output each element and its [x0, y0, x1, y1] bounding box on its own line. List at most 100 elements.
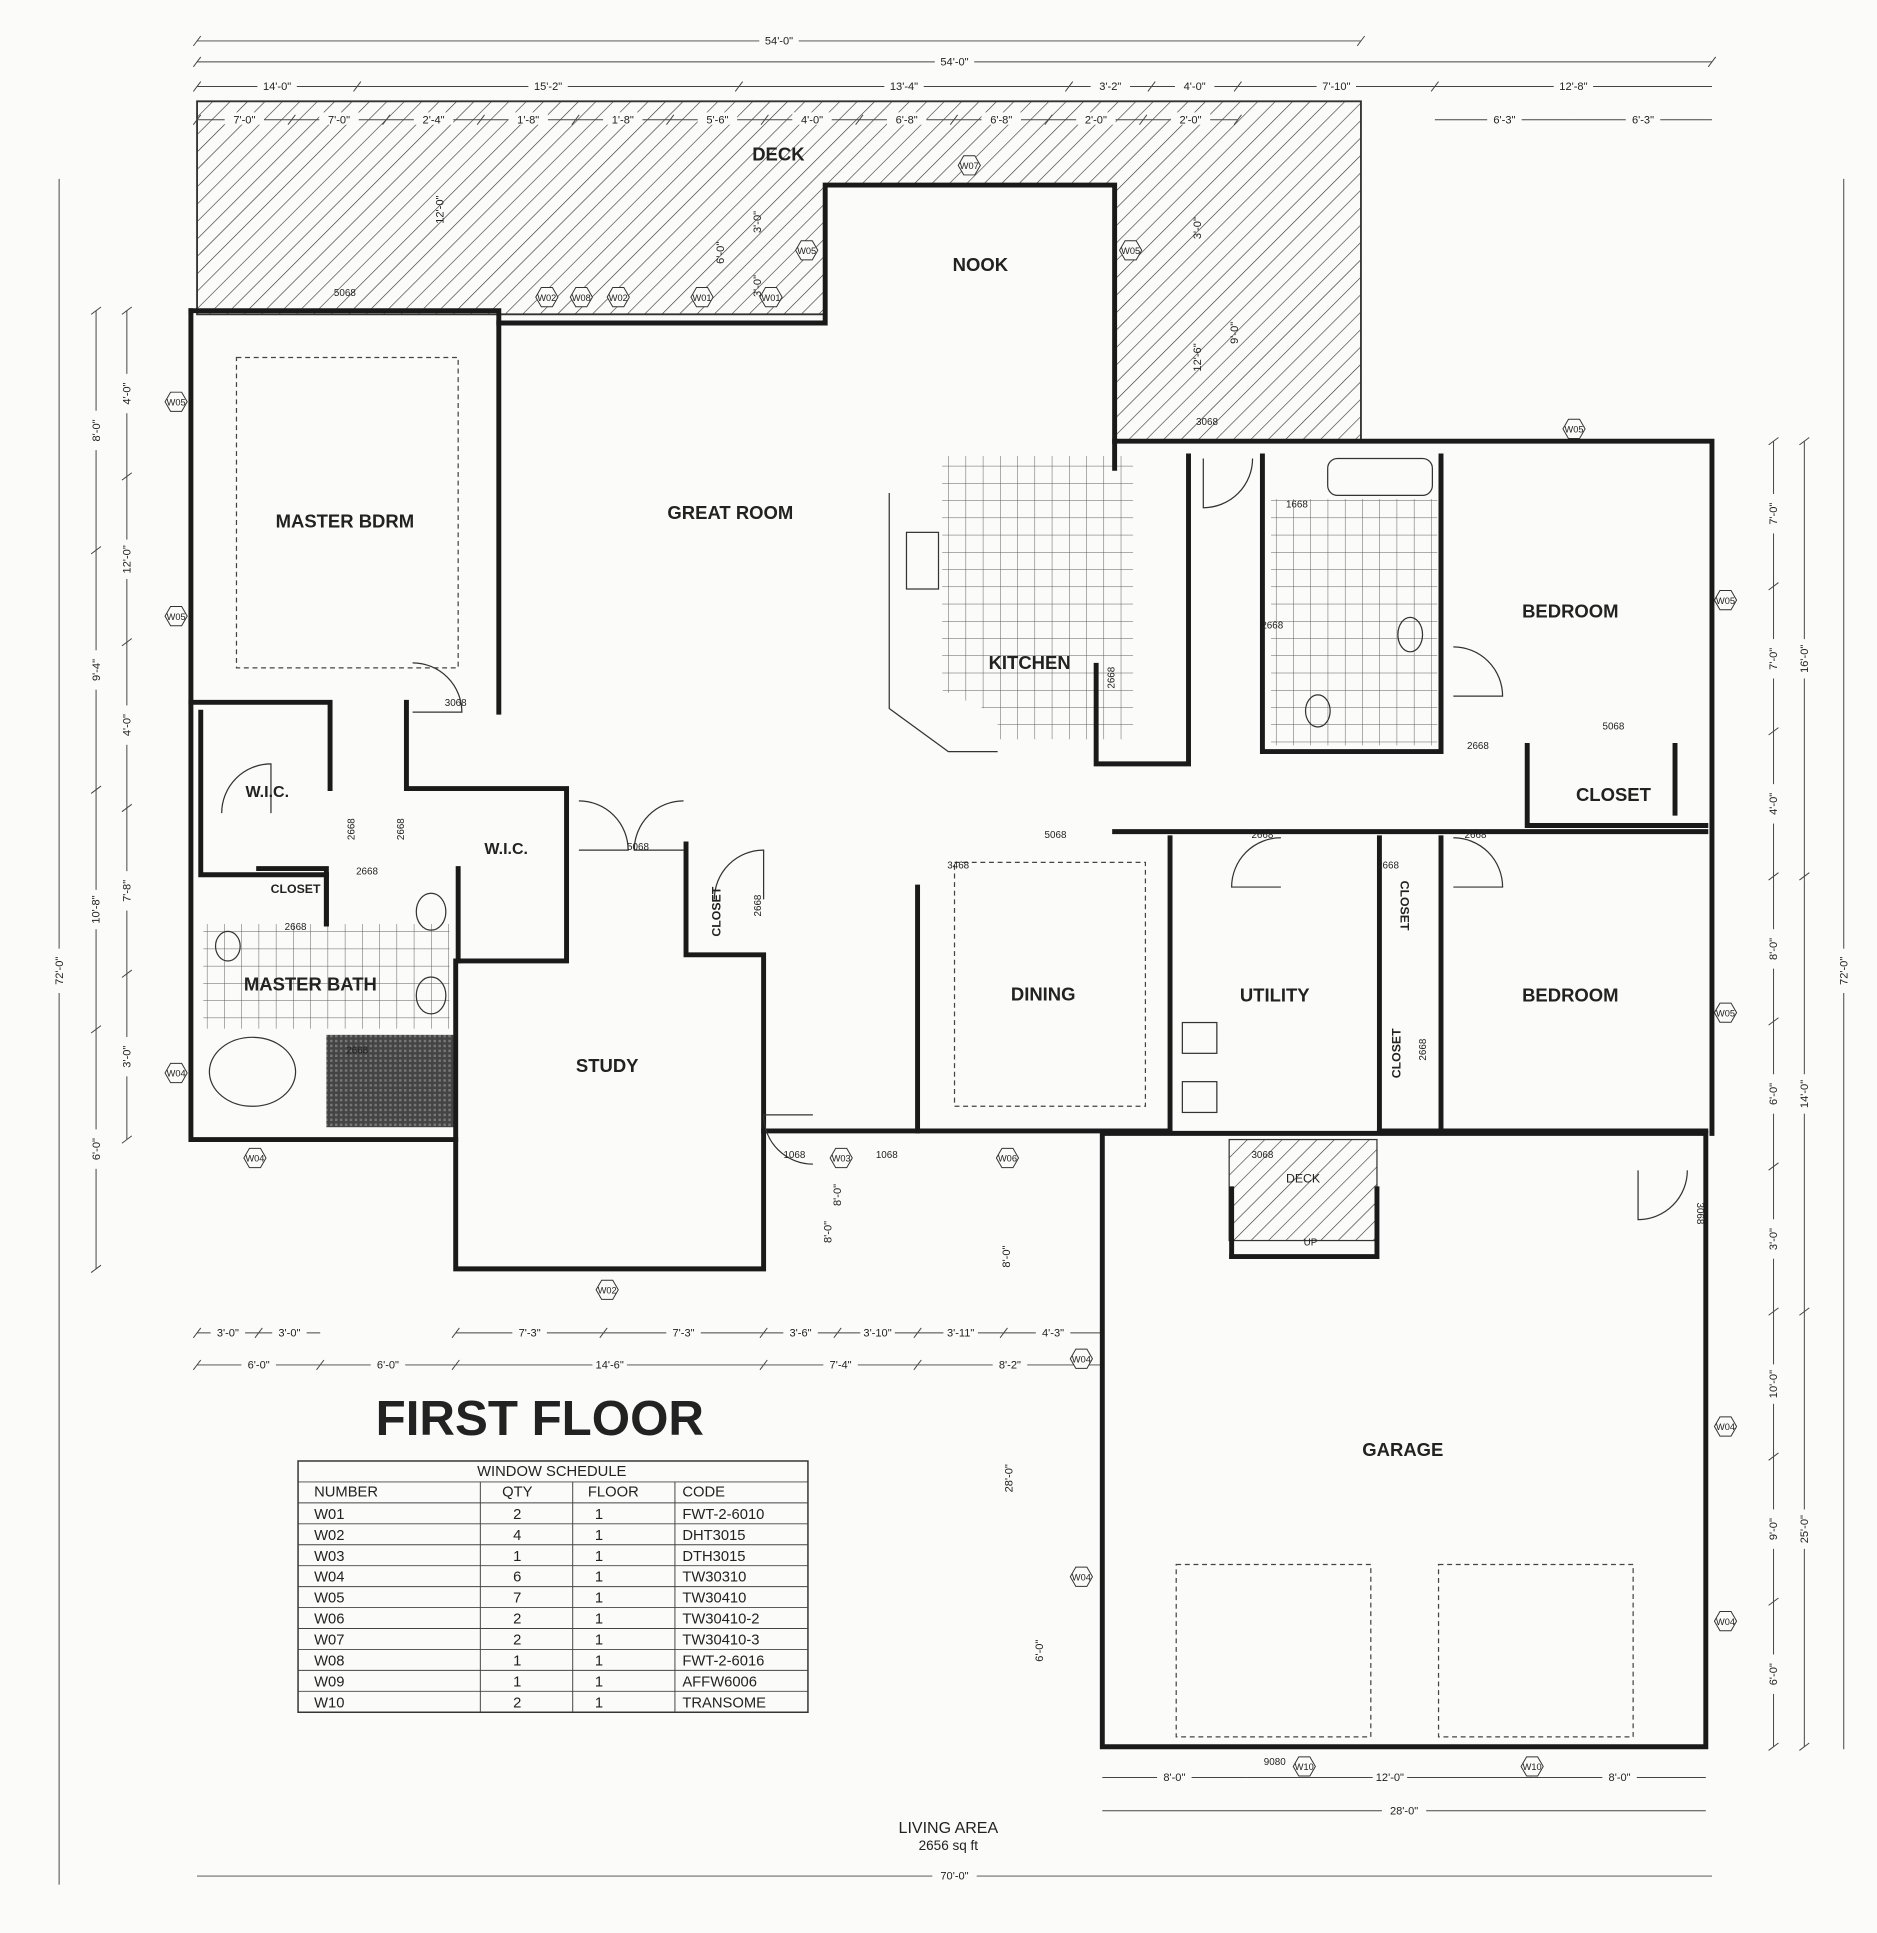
dimension-tick — [254, 1327, 263, 1339]
room-bedroom: BEDROOM — [1522, 600, 1618, 621]
window-tag-label: W05 — [797, 246, 816, 256]
dimension-label: 25'-0" — [1799, 1515, 1811, 1543]
window-tag: W04 — [243, 1147, 267, 1169]
dimension-tick — [734, 81, 744, 92]
hexagon-icon — [759, 287, 783, 308]
window-tag-label: W03 — [832, 1154, 851, 1164]
dimension-tick — [287, 114, 296, 125]
dimension-tick — [121, 969, 133, 978]
cell-number: W01 — [314, 1507, 344, 1523]
window-tag: W05 — [164, 391, 188, 412]
dimension-lines: 54'-0"54'-0"14'-0"15'-2"13'-4"3'-2"4'-0"… — [51, 33, 1850, 1885]
cell-floor: 1 — [595, 1633, 603, 1649]
wall — [403, 699, 570, 1143]
door-code-label: 5068 — [627, 842, 649, 853]
dimension-label: 2'-4" — [423, 114, 445, 126]
hexagon-icon — [1713, 1416, 1738, 1437]
door-code-label: 2668 — [1377, 861, 1399, 872]
dimension-tick — [1768, 582, 1779, 591]
door-code-label: 2668 — [753, 894, 764, 916]
room-closet: CLOSET — [271, 882, 321, 896]
dimension-tick — [90, 306, 102, 315]
door-code-label: 2668 — [1107, 666, 1118, 688]
window-tag-label: W08 — [572, 293, 591, 303]
dimension-label: 12'-0" — [434, 195, 446, 223]
dimension-label: 7'-4" — [830, 1360, 852, 1372]
dimension-label: 54'-0" — [940, 57, 968, 69]
hexagon-icon — [164, 1062, 188, 1084]
window-tag-label: W05 — [1716, 1008, 1735, 1018]
dimension-label: 6'-8" — [990, 114, 1012, 126]
dimension-tick — [353, 81, 362, 92]
room-utility: UTILITY — [1240, 985, 1310, 1006]
dimension-tick — [451, 1359, 460, 1371]
cell-code: FWT-2-6016 — [682, 1653, 764, 1669]
window-tag: W04 — [1713, 1611, 1738, 1632]
dimension-tick — [316, 1359, 325, 1371]
door-swing — [1231, 837, 1281, 888]
dimension-tick — [1768, 1017, 1779, 1026]
dimension-tick — [121, 1135, 133, 1144]
sink-icon — [415, 976, 447, 1015]
dimension-label: 7'-8" — [122, 880, 134, 902]
dimension-tick — [192, 114, 202, 125]
hexagon-icon — [1562, 418, 1586, 439]
garage-door-outline — [1437, 1563, 1634, 1738]
dimension-tick — [121, 638, 133, 647]
window-tag: W04 — [164, 1062, 188, 1084]
room-closet: CLOSET — [1389, 1028, 1403, 1078]
dimension-tick — [90, 1025, 102, 1034]
door-code-label: 1068 — [783, 1150, 805, 1161]
dimension-label: 3'-6" — [790, 1328, 812, 1340]
hexagon-icon — [595, 1279, 619, 1300]
stair-up-label: UP — [1304, 1237, 1318, 1248]
dimension-label: 70'-0" — [940, 1871, 968, 1883]
door-swing — [633, 800, 684, 851]
dimension-tick — [760, 114, 769, 125]
cell-number: W06 — [314, 1612, 344, 1628]
dimension-tick — [1768, 1307, 1779, 1316]
dimension-tick — [121, 472, 133, 481]
room-closet: CLOSET — [1397, 881, 1411, 931]
cell-floor: 1 — [595, 1653, 603, 1669]
wall — [1524, 742, 1709, 828]
dimension-label: 4'-0" — [122, 714, 134, 736]
door-code-label: 3068 — [445, 698, 467, 709]
dimension-tick — [913, 1359, 922, 1371]
window-tag: W08 — [569, 287, 593, 308]
dimension-label: 3'-0" — [1768, 1228, 1780, 1250]
window-tag-label: W04 — [245, 1154, 264, 1164]
cell-floor: 1 — [595, 1528, 603, 1544]
window-tag-label: W05 — [1121, 246, 1140, 256]
cell-number: W09 — [314, 1674, 344, 1690]
cell-qty: 4 — [513, 1528, 521, 1544]
cell-code: TW30410-2 — [682, 1612, 759, 1628]
dimension-tick — [451, 1327, 460, 1339]
window-tag: W02 — [595, 1279, 619, 1300]
window-tag: W05 — [1562, 418, 1586, 439]
dimension-label: 9'-0" — [1229, 322, 1241, 344]
toilet-icon — [1304, 694, 1331, 728]
hexagon-icon — [1520, 1756, 1544, 1777]
hexagon-icon — [164, 391, 188, 412]
dimension-label: 13'-4" — [890, 81, 918, 93]
window-tag: W01 — [690, 287, 714, 308]
room-nook: NOOK — [953, 254, 1009, 275]
cell-floor: 1 — [595, 1695, 603, 1711]
dimension-label: 6'-8" — [896, 114, 918, 126]
dimension-label: 12'-0" — [1376, 1772, 1404, 1784]
cell-floor: 1 — [595, 1507, 603, 1523]
column-header: QTY — [502, 1485, 533, 1501]
bed-outline — [235, 356, 459, 669]
hexagon-icon — [690, 287, 714, 308]
dimension-tick — [1799, 1742, 1810, 1751]
dimension-label: 8'-0" — [91, 419, 103, 441]
cell-qty: 2 — [513, 1612, 521, 1628]
dimension-label: 7'-0" — [233, 114, 255, 126]
dimension-tick — [1799, 437, 1810, 446]
washer-icon — [1181, 1021, 1218, 1054]
dimension-label: 12'-8" — [1559, 81, 1587, 93]
dimension-label: 7'-3" — [519, 1328, 541, 1340]
window-tag: W04 — [1713, 1416, 1738, 1437]
